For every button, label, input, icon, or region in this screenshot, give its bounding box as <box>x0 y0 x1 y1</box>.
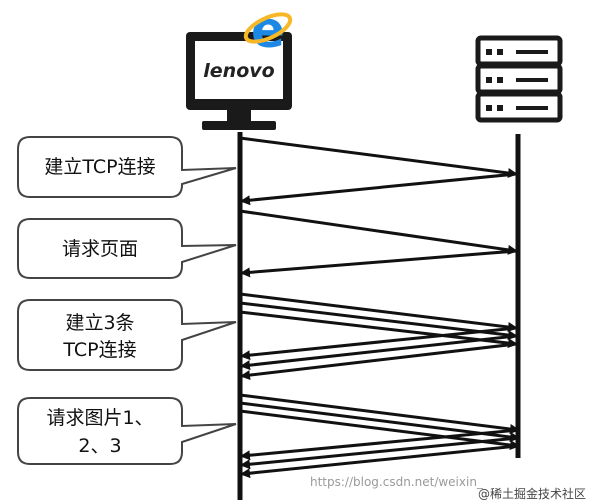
message-arrow <box>239 301 518 341</box>
callout-label: 请求页面 <box>62 238 138 260</box>
message-arrow <box>239 292 518 332</box>
watermark-url: https://blog.csdn.net/weixin_ <box>310 475 484 489</box>
callout-label: TCP连接 <box>62 339 136 361</box>
message-arrow <box>239 401 520 442</box>
watermark-brand: @稀土掘金技术社区 <box>478 486 586 501</box>
monitor-brand-logo: lenovo <box>203 60 274 82</box>
callout-tcp-handshake: 建立TCP连接 <box>17 136 237 198</box>
message-arrows <box>239 136 520 479</box>
callout-label: 请求图片1、 <box>46 407 153 429</box>
callout-label: 建立TCP连接 <box>44 156 155 178</box>
ie-browser-icon: e <box>243 1 293 59</box>
message-arrow <box>240 172 517 206</box>
message-arrow <box>240 428 519 461</box>
message-arrow <box>239 393 520 434</box>
message-arrow <box>240 334 517 371</box>
message-arrow <box>240 249 517 278</box>
callout-request-page: 请求页面 <box>17 218 237 279</box>
callout-label: 建立3条 <box>65 312 134 334</box>
message-arrow <box>240 444 519 479</box>
message-arrow <box>239 310 518 349</box>
client-computer-icon: lenovo <box>186 32 292 130</box>
callout-request-images: 请求图片1、 2、3 <box>17 397 237 465</box>
message-arrow <box>240 436 519 470</box>
message-arrow <box>239 209 518 255</box>
server-rack-icon <box>475 35 563 123</box>
watermark: https://blog.csdn.net/weixin_ @稀土掘金技术社区 <box>310 475 586 501</box>
message-arrow <box>239 409 520 450</box>
message-arrow <box>240 326 517 361</box>
message-arrow <box>239 136 518 178</box>
callout-three-tcp: 建立3条 TCP连接 <box>17 299 237 371</box>
message-arrow <box>240 342 517 381</box>
svg-text:e: e <box>251 1 285 59</box>
callout-label: 2、3 <box>78 435 121 457</box>
